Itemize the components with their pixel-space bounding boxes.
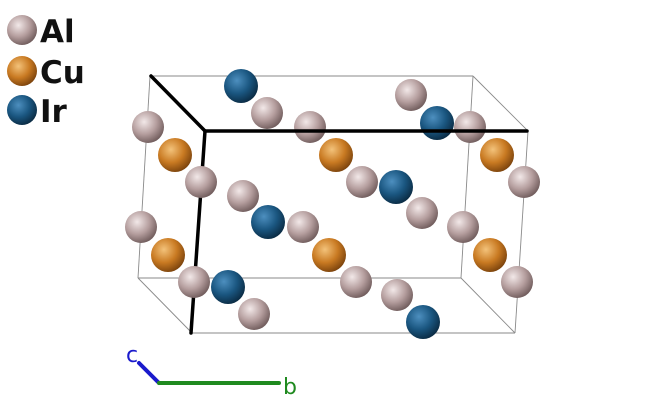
legend-swatch-cu xyxy=(7,56,37,86)
axis-indicator: c b xyxy=(126,343,297,400)
atom-ir xyxy=(211,270,245,304)
atom-al xyxy=(381,279,413,311)
atom-ir xyxy=(420,106,454,140)
atom-al xyxy=(454,111,486,143)
atoms-back xyxy=(224,69,486,143)
atom-cu xyxy=(151,238,185,272)
atom-ir xyxy=(224,69,258,103)
legend-item-cu: Cu xyxy=(7,55,85,91)
atom-al xyxy=(185,166,217,198)
legend-item-al: Al xyxy=(7,14,75,50)
legend-label-ir: Ir xyxy=(40,94,68,130)
legend-swatch-ir xyxy=(7,95,37,125)
atom-ir xyxy=(406,305,440,339)
atom-al xyxy=(395,79,427,111)
atom-al xyxy=(132,111,164,143)
atom-al xyxy=(501,266,533,298)
legend: Al Cu Ir xyxy=(7,14,85,130)
atom-cu xyxy=(158,138,192,172)
atom-al xyxy=(340,266,372,298)
atom-al xyxy=(125,211,157,243)
atom-cu xyxy=(319,138,353,172)
atom-ir xyxy=(251,205,285,239)
atom-al xyxy=(508,166,540,198)
legend-label-al: Al xyxy=(40,14,75,50)
atom-al xyxy=(238,298,270,330)
atom-al xyxy=(447,211,479,243)
atoms-front xyxy=(125,111,540,339)
atom-al xyxy=(406,197,438,229)
atom-cu xyxy=(473,238,507,272)
atom-al xyxy=(287,211,319,243)
c-axis-label: c xyxy=(126,343,138,368)
atom-al xyxy=(178,266,210,298)
b-axis-label: b xyxy=(283,375,297,400)
atom-al xyxy=(227,180,259,212)
atom-cu xyxy=(312,238,346,272)
legend-label-cu: Cu xyxy=(40,55,85,91)
legend-item-ir: Ir xyxy=(7,94,68,130)
atom-ir xyxy=(379,170,413,204)
c-axis-line xyxy=(137,361,161,385)
legend-swatch-al xyxy=(7,15,37,45)
atom-al xyxy=(251,97,283,129)
cell-axes xyxy=(149,74,529,335)
atom-al xyxy=(346,166,378,198)
atom-cu xyxy=(480,138,514,172)
atom-al xyxy=(294,111,326,143)
